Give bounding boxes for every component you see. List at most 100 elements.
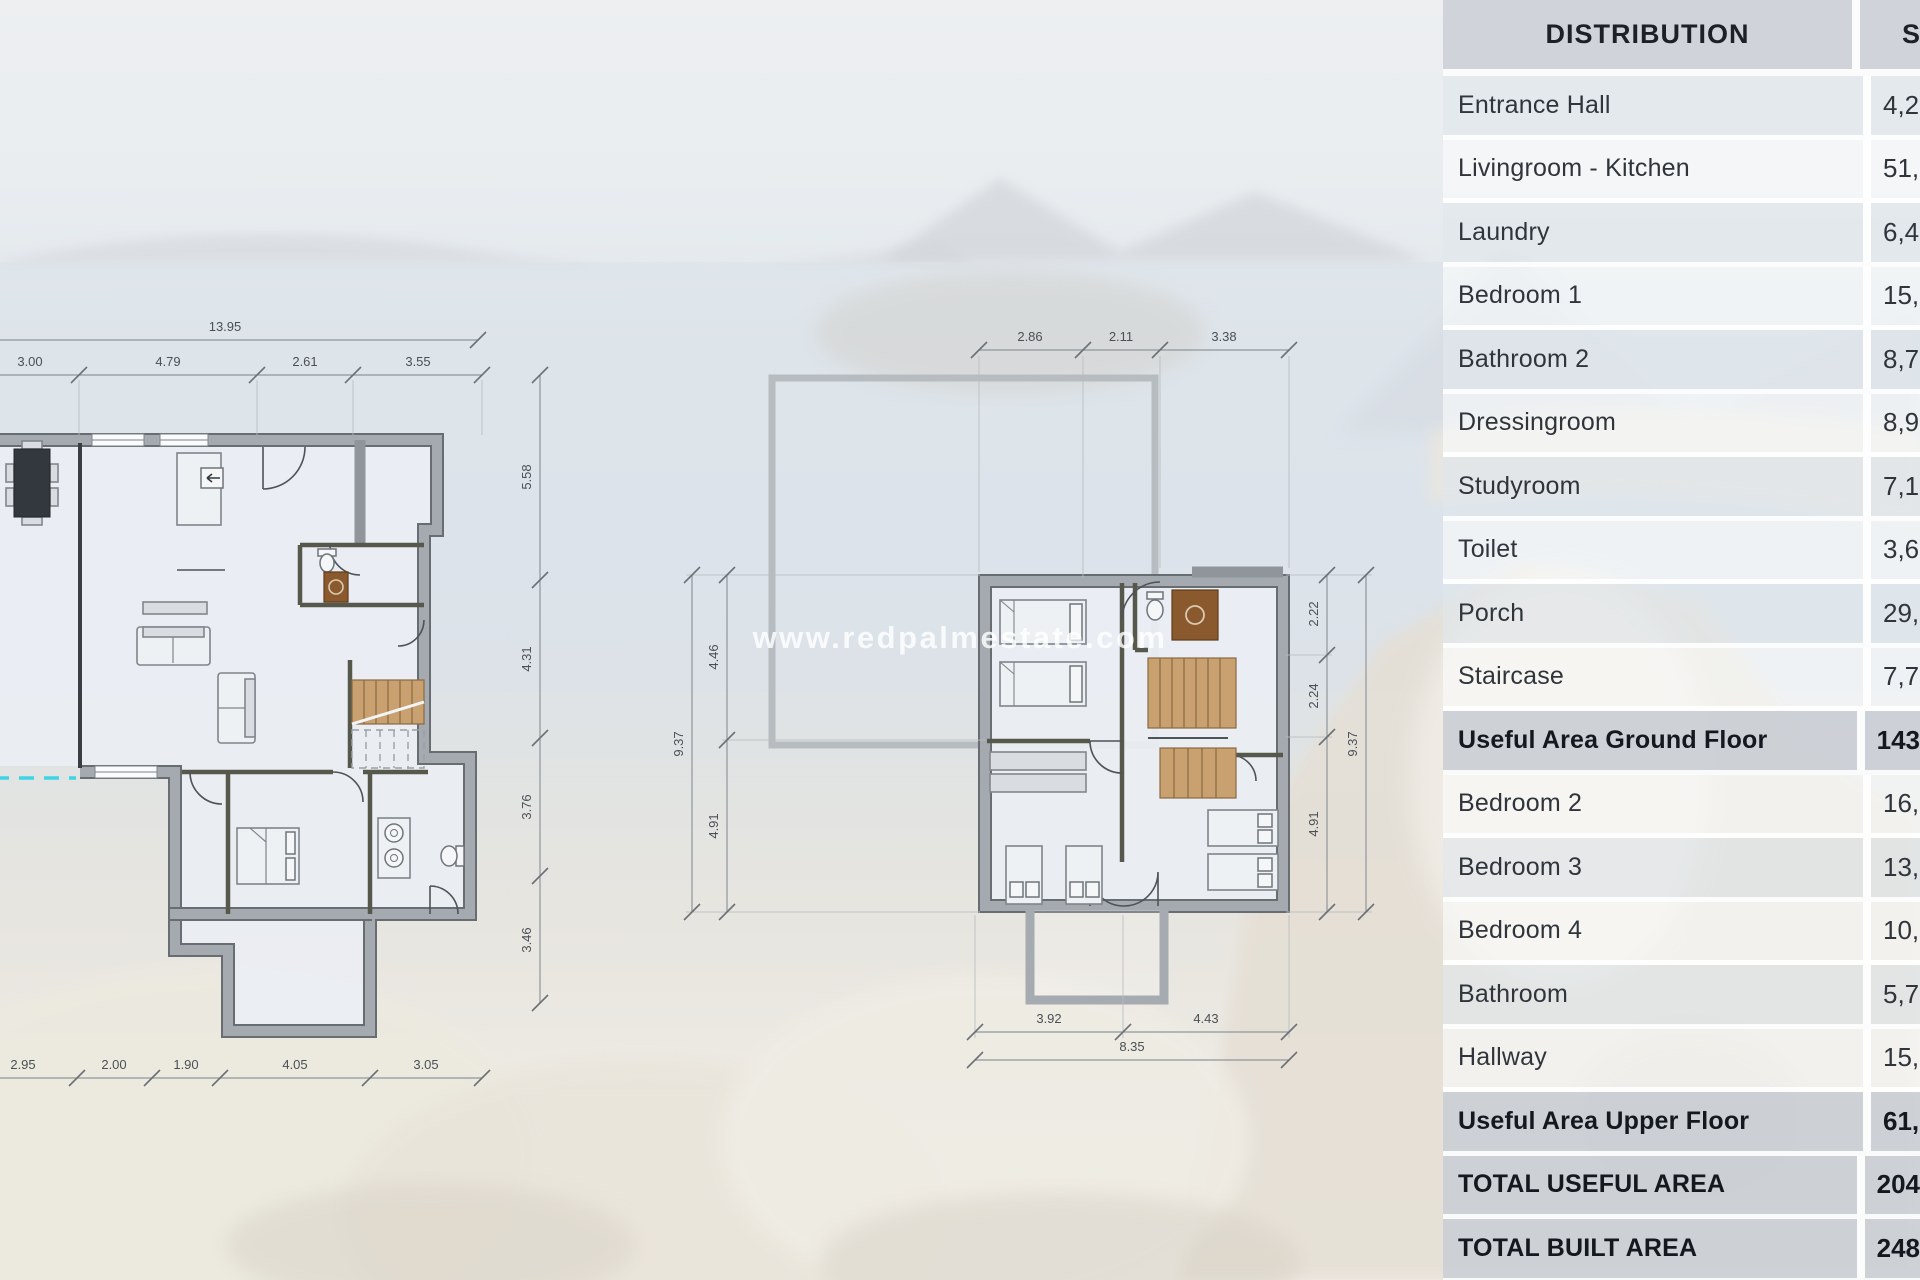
row-label: TOTAL BUILT AREA [1458, 1233, 1698, 1262]
distribution-table: DISTRIBUTION S Entrance Hall 4,2 Livingr… [1443, 0, 1920, 1280]
kitchen-island [176, 452, 225, 571]
toilet-icon [1146, 591, 1164, 621]
row-value: 8,9 [1863, 393, 1920, 452]
dim-label: 3.00 [17, 354, 42, 369]
balcony [1025, 910, 1169, 1005]
bathroom-sinks [377, 817, 411, 879]
row-label: Studyroom [1458, 471, 1581, 500]
row-value: 15, [1863, 1028, 1920, 1087]
row-label: Bedroom 1 [1458, 281, 1583, 310]
dim-label: 2.22 [1306, 601, 1321, 626]
row-label: Useful Area Ground Floor [1458, 725, 1768, 754]
cabinet [1171, 589, 1219, 641]
row-value: 29, [1863, 584, 1920, 643]
row-label: Bathroom [1458, 979, 1568, 1008]
dim-label: 4.91 [1306, 811, 1321, 836]
dim-label: 4.79 [155, 354, 180, 369]
table-row: Dressingroom 8,9 [1443, 393, 1920, 457]
dim-label: 3.05 [413, 1057, 438, 1072]
interior-walls [987, 583, 1283, 862]
washer-icon [323, 571, 349, 603]
table-row: Bedroom 4 10, [1443, 901, 1920, 965]
table-row: Bedroom 2 16, [1443, 774, 1920, 838]
table-row: Livingroom - Kitchen 51, [1443, 139, 1920, 203]
ground-floor-plan: 13.95 3.00 4.79 2.61 3.55 5.58 4.31 3.76… [0, 319, 549, 1087]
toilet-icon [317, 548, 337, 573]
table-row: Laundry 6,4 [1443, 203, 1920, 267]
dim-label: 2.11 [1109, 329, 1133, 344]
table-row: TOTAL USEFUL AREA 204 [1443, 1155, 1920, 1219]
row-label: Dressingroom [1458, 408, 1617, 437]
dim-label: 3.76 [519, 794, 534, 819]
dim-label: 2.00 [101, 1057, 126, 1072]
table-row: Useful Area Ground Floor 143 [1443, 711, 1920, 775]
row-value: 7,7 [1863, 647, 1920, 706]
row-value: 3,6 [1863, 520, 1920, 579]
door-arc-icon [1089, 581, 1257, 907]
dim-label: 2.24 [1306, 683, 1321, 708]
table-row: Bathroom 5,7 [1443, 965, 1920, 1029]
table-header-distribution: DISTRIBUTION [1545, 19, 1750, 49]
row-value: 16, [1863, 774, 1920, 833]
dim-label: 5.58 [519, 464, 534, 489]
table-row: Entrance Hall 4,2 [1443, 76, 1920, 140]
dim-label: 4.43 [1193, 1011, 1218, 1026]
row-value: 5,7 [1863, 965, 1920, 1024]
watermark: www.redpalmestate.com [752, 620, 1168, 655]
wardrobe [989, 751, 1087, 793]
row-value: 6,4 [1863, 203, 1920, 262]
single-bed [999, 599, 1087, 707]
dim-label: 8.35 [1119, 1039, 1144, 1054]
table-row: Bathroom 2 8,7 [1443, 330, 1920, 394]
upper-floor-dimensions: 2.86 2.11 3.38 9.37 4.46 4.91 2.22 2.24 [671, 329, 1375, 1069]
dim-label: 3.38 [1211, 329, 1236, 344]
toilet-icon [440, 845, 465, 867]
single-bed [1005, 845, 1103, 905]
dim-label: 4.31 [519, 646, 534, 671]
dim-label: 2.86 [1017, 329, 1042, 344]
dim-label: 13.95 [209, 319, 242, 334]
dim-label: 9.37 [671, 731, 686, 756]
dim-label: 2.95 [10, 1057, 35, 1072]
upper-floor-plan: 2.86 2.11 3.38 9.37 4.46 4.91 2.22 2.24 [671, 329, 1375, 1069]
row-label: Toilet [1458, 535, 1518, 564]
row-value: 8,7 [1863, 330, 1920, 389]
row-label: Laundry [1458, 217, 1550, 246]
row-value: 51, [1863, 139, 1920, 198]
row-label: Entrance Hall [1458, 90, 1611, 119]
dim-label: 1.90 [173, 1057, 198, 1072]
table-header-surface: S [1851, 0, 1920, 69]
table-row: Toilet 3,6 [1443, 520, 1920, 584]
dim-label: 2.61 [292, 354, 317, 369]
dim-label: 3.92 [1036, 1011, 1061, 1026]
row-label: Livingroom - Kitchen [1458, 154, 1690, 183]
table-row: Porch 29, [1443, 584, 1920, 648]
row-label: Bathroom 2 [1458, 344, 1590, 373]
row-value: 143 [1856, 711, 1920, 770]
row-label: Bedroom 3 [1458, 852, 1583, 881]
dim-label: 9.37 [1345, 731, 1360, 756]
dim-label: 4.46 [706, 644, 721, 669]
table-header-row: DISTRIBUTION S [1443, 0, 1920, 76]
table-row: Hallway 15, [1443, 1028, 1920, 1092]
interior-walls [182, 440, 428, 914]
table-row: Bedroom 1 15, [1443, 266, 1920, 330]
table-row: Bedroom 3 13, [1443, 838, 1920, 902]
area-table-rows: Entrance Hall 4,2 Livingroom - Kitchen 5… [1443, 76, 1920, 1280]
row-label: Bedroom 2 [1458, 789, 1583, 818]
ground-floor-dimensions: 13.95 3.00 4.79 2.61 3.55 5.58 4.31 3.76… [0, 319, 549, 1087]
staircase [351, 679, 425, 769]
table-row: TOTAL BUILT AREA 248 [1443, 1219, 1920, 1280]
table-row: Staircase 7,7 [1443, 647, 1920, 711]
row-value: 10, [1863, 901, 1920, 960]
single-bed [1207, 809, 1279, 891]
table-row: Studyroom 7,1 [1443, 457, 1920, 521]
row-label: Hallway [1458, 1043, 1547, 1072]
row-label: Bedroom 4 [1458, 916, 1583, 945]
dining-table [5, 440, 59, 526]
row-value: 61, [1863, 1092, 1920, 1151]
row-value: 7,1 [1863, 457, 1920, 516]
dim-label: 4.05 [282, 1057, 307, 1072]
